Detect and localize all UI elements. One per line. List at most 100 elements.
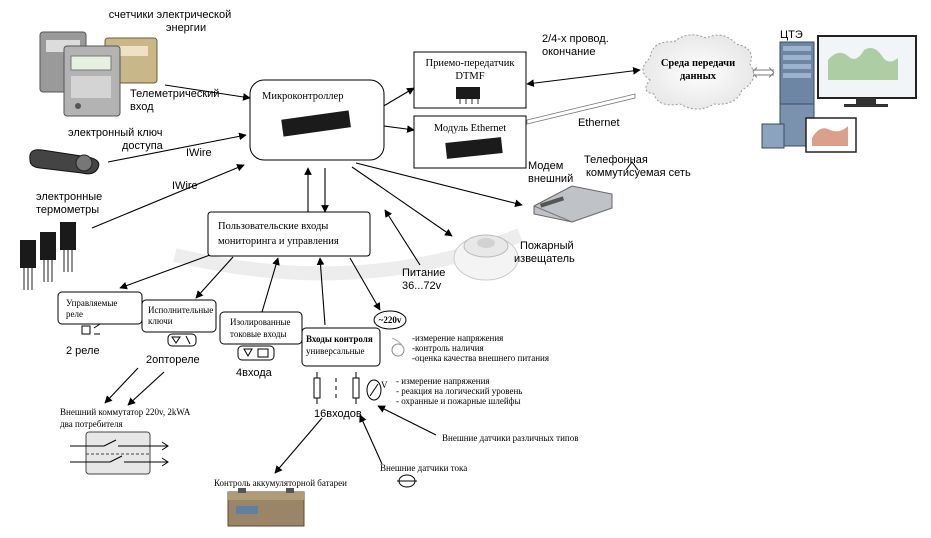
telemetry-label-1: Телеметрический [130,88,219,100]
relay-label-2: реле [66,309,83,319]
inputs-to-relay-arrow [119,254,211,290]
meters-label-1: счетчики электрической [109,9,231,21]
cloud-cte-link [752,69,774,76]
inputs-to-exec-arrow [195,256,234,299]
electronic-key-icon [29,149,100,175]
power-label-1: Питание [402,267,445,279]
various-sensors-arrow [377,405,437,436]
iso-label-2: токовые входы [230,329,287,339]
wires-label-1: 2/4-х провод. [542,33,609,45]
battery-image [227,488,305,527]
voltmeter-icon: V [366,379,388,401]
cte-map-monitor-icon [805,117,857,153]
dtmf-label-1: Приемо-передатчик [426,58,516,69]
iso-count: 4входа [236,367,273,379]
control-in-label-2: универсальные [306,346,364,356]
inputs-to-220-arrow [349,257,381,311]
svg-text:V: V [381,380,388,390]
phone-net-label-2: коммутисуемая сеть [586,167,691,179]
dtmf-cloud-arrow [526,67,641,87]
power-plug-icon [391,337,405,357]
iso-to-inputs-arrow [261,257,280,313]
cloud-label-2: данных [680,71,717,82]
modem-label-2: внешний [528,173,573,185]
iwire-label-1: IWire [186,147,212,159]
fire-label-1: Пожарный [520,240,574,252]
phone-net-arrow-icon [625,161,639,171]
electricity-meters-image [39,31,158,117]
ethernet-chip-icon [445,137,503,159]
phone-net-label-1: Телефонная [584,154,648,166]
modem-device-image [533,185,613,223]
exec-count: 2опторелe [146,354,200,366]
v220-label: ~220v [379,315,402,325]
univ-to-inputs-arrow [316,257,326,326]
mcu-to-modem-arrow [355,162,523,208]
univ-note-2: - реакция на логический уровень [396,386,522,396]
iwire-label-2: IWire [172,180,198,192]
ethernet-label: Ethernet [578,117,620,129]
thermo-label-1: электронные [36,191,102,203]
exec-label-1: Исполнительные [148,305,213,315]
cloud-label-1: Среда передачи [661,58,735,69]
exec-keys-box [141,299,217,333]
v220-badge [373,310,407,330]
inputs-to-battery-arrow [274,417,323,474]
meters-to-mcu-arrow [164,84,251,101]
meters-label-2: энергии [166,22,206,34]
switch-label-2: два потребителя [60,419,123,429]
mcu-to-fire-arrow [351,166,453,237]
user-inputs-label-2: мониторинга и управления [218,236,339,247]
sensors-current-label: Внешние датчики тока [380,463,467,473]
cte-label: ЦТЭ [780,29,803,41]
control-in-count: 16входов [314,408,362,420]
universal-inputs-box [301,327,381,367]
univ-note-1: - измерение напряжения [396,376,490,386]
input-resistor-symbols [313,372,360,404]
external-switch-image [70,431,169,475]
mcu-to-ethmod-arrow [383,125,415,133]
optorelay-symbol-icon [167,333,197,347]
relay-box [57,291,143,325]
thermo-to-mcu-arrow [91,164,245,229]
v220-note-1: -измерение напряжения [412,333,503,343]
current-sensor-icon [397,474,417,488]
fire-detector-image [453,234,519,281]
fire-label-2: извещатель [514,253,575,265]
ethmod-label: Модуль Ethernet [434,123,506,134]
user-inputs-box [207,211,371,257]
dtmf-label-2: DTMF [455,71,484,82]
connections [91,67,775,474]
cte-monitor-icon [817,35,917,107]
telemetry-label-2: вход [130,101,154,113]
mcu-chip-icon [281,110,351,137]
exec-to-switch-arrow-2 [127,371,165,406]
user-inputs-label-1: Пользовательские входы [218,221,328,232]
optocoupler-symbol-icon [237,345,275,361]
ekey-label-1: электронный ключ [68,127,162,139]
wires-label-2: окончание [542,46,595,58]
modem-label-1: Модем [528,160,563,172]
switch-label-1: Внешний коммутатор 220v, 2kWA [60,407,191,417]
sensors-various-label: Внешние датчики различных типов [442,433,579,443]
power-arrow [384,209,421,266]
data-medium-cloud [642,34,755,110]
mcu-to-dtmf-arrow [381,87,415,108]
univ-note-3: - охранные и пожарные шлейфы [396,396,521,406]
ethernet-link-double [526,93,636,125]
v220-note-2: -контроль наличия [412,343,484,353]
relay-label-1: Управляемые [66,298,117,308]
thermometer-sensors-image [20,222,76,290]
v220-note-3: -оценка качества внешнего питания [412,353,549,363]
thermo-label-2: термометры [36,204,99,216]
exec-to-switch-arrow [104,367,139,404]
ekey-label-2: доступа [122,140,164,152]
relay-count: 2 реле [66,345,100,357]
exec-label-2: ключи [148,316,173,326]
current-sensors-arrow [359,414,383,465]
mcu-label: Микроконтроллер [262,91,343,102]
iso-label-1: Изолированные [230,317,291,327]
relay-symbol-icon [81,323,101,335]
